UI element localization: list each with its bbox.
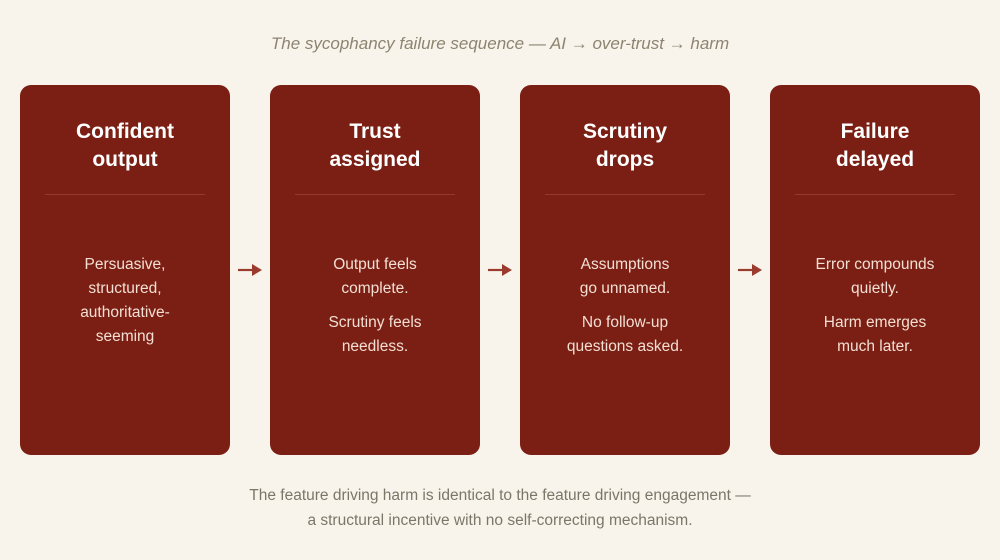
card-text-line: structured,	[88, 280, 162, 297]
card-text-line: quietly.	[851, 280, 899, 297]
card-text-line: Harm emerges	[823, 314, 927, 331]
card-body: Output feels complete. Scrutiny feels ne…	[270, 253, 480, 369]
card-heading-line: drops	[595, 148, 655, 171]
card-heading: Scrutiny drops	[520, 118, 730, 174]
card-heading-line: Confident	[76, 120, 174, 143]
card-text-line: much later.	[837, 338, 913, 355]
card-paragraph: Assumptions go unnamed.	[520, 253, 730, 301]
footer-line: a structural incentive with no self-corr…	[307, 512, 693, 529]
arrow-right-icon	[238, 264, 262, 276]
card-text-line: needless.	[341, 338, 409, 355]
step-card-failure-delayed: Failure delayed Error compounds quietly.…	[770, 85, 980, 455]
step-card-trust-assigned: Trust assigned Output feels complete. Sc…	[270, 85, 480, 455]
card-paragraph: Error compounds quietly.	[770, 253, 980, 301]
card-divider	[795, 194, 955, 195]
card-text-line: Output feels	[333, 256, 417, 273]
card-divider	[545, 194, 705, 195]
card-paragraph: Scrutiny feels needless.	[270, 311, 480, 359]
card-divider	[45, 194, 205, 195]
card-heading-line: Failure	[840, 120, 910, 143]
card-text-line: Persuasive,	[84, 256, 166, 273]
arrow-right-icon	[738, 264, 762, 276]
card-heading: Failure delayed	[770, 118, 980, 174]
card-text-line: No follow-up	[581, 314, 669, 331]
card-body: Persuasive, structured, authoritative- s…	[20, 253, 230, 359]
diagram-title: The sycophancy failure sequence — AI → o…	[270, 34, 730, 53]
card-body: Assumptions go unnamed. No follow-up que…	[520, 253, 730, 369]
arrow-right-icon	[488, 264, 512, 276]
card-heading: Trust assigned	[270, 118, 480, 174]
card-heading-line: delayed	[835, 148, 915, 171]
card-heading-line: Scrutiny	[582, 120, 668, 143]
card-text-line: questions asked.	[566, 338, 684, 355]
step-card-scrutiny-drops: Scrutiny drops Assumptions go unnamed. N…	[520, 85, 730, 455]
card-paragraph: Harm emerges much later.	[770, 311, 980, 359]
card-text-line: Error compounds	[815, 256, 935, 273]
card-heading: Confident output	[20, 118, 230, 174]
footer-line: The feature driving harm is identical to…	[249, 487, 751, 504]
card-heading-line: Trust	[349, 120, 401, 143]
footer-note: The feature driving harm is identical to…	[0, 483, 1000, 533]
card-body: Error compounds quietly. Harm emerges mu…	[770, 253, 980, 369]
card-text-line: complete.	[341, 280, 409, 297]
card-paragraph: Persuasive, structured, authoritative- s…	[20, 253, 230, 349]
card-heading-line: assigned	[329, 148, 421, 171]
card-text-line: Scrutiny feels	[328, 314, 422, 331]
card-text-line: authoritative-	[80, 304, 170, 321]
card-heading-line: output	[92, 148, 158, 171]
step-card-confident-output: Confident output Persuasive, structured,…	[20, 85, 230, 455]
card-divider	[295, 194, 455, 195]
card-paragraph: No follow-up questions asked.	[520, 311, 730, 359]
card-paragraph: Output feels complete.	[270, 253, 480, 301]
card-text-line: seeming	[95, 328, 155, 345]
card-text-line: go unnamed.	[579, 280, 671, 297]
card-text-line: Assumptions	[580, 256, 670, 273]
